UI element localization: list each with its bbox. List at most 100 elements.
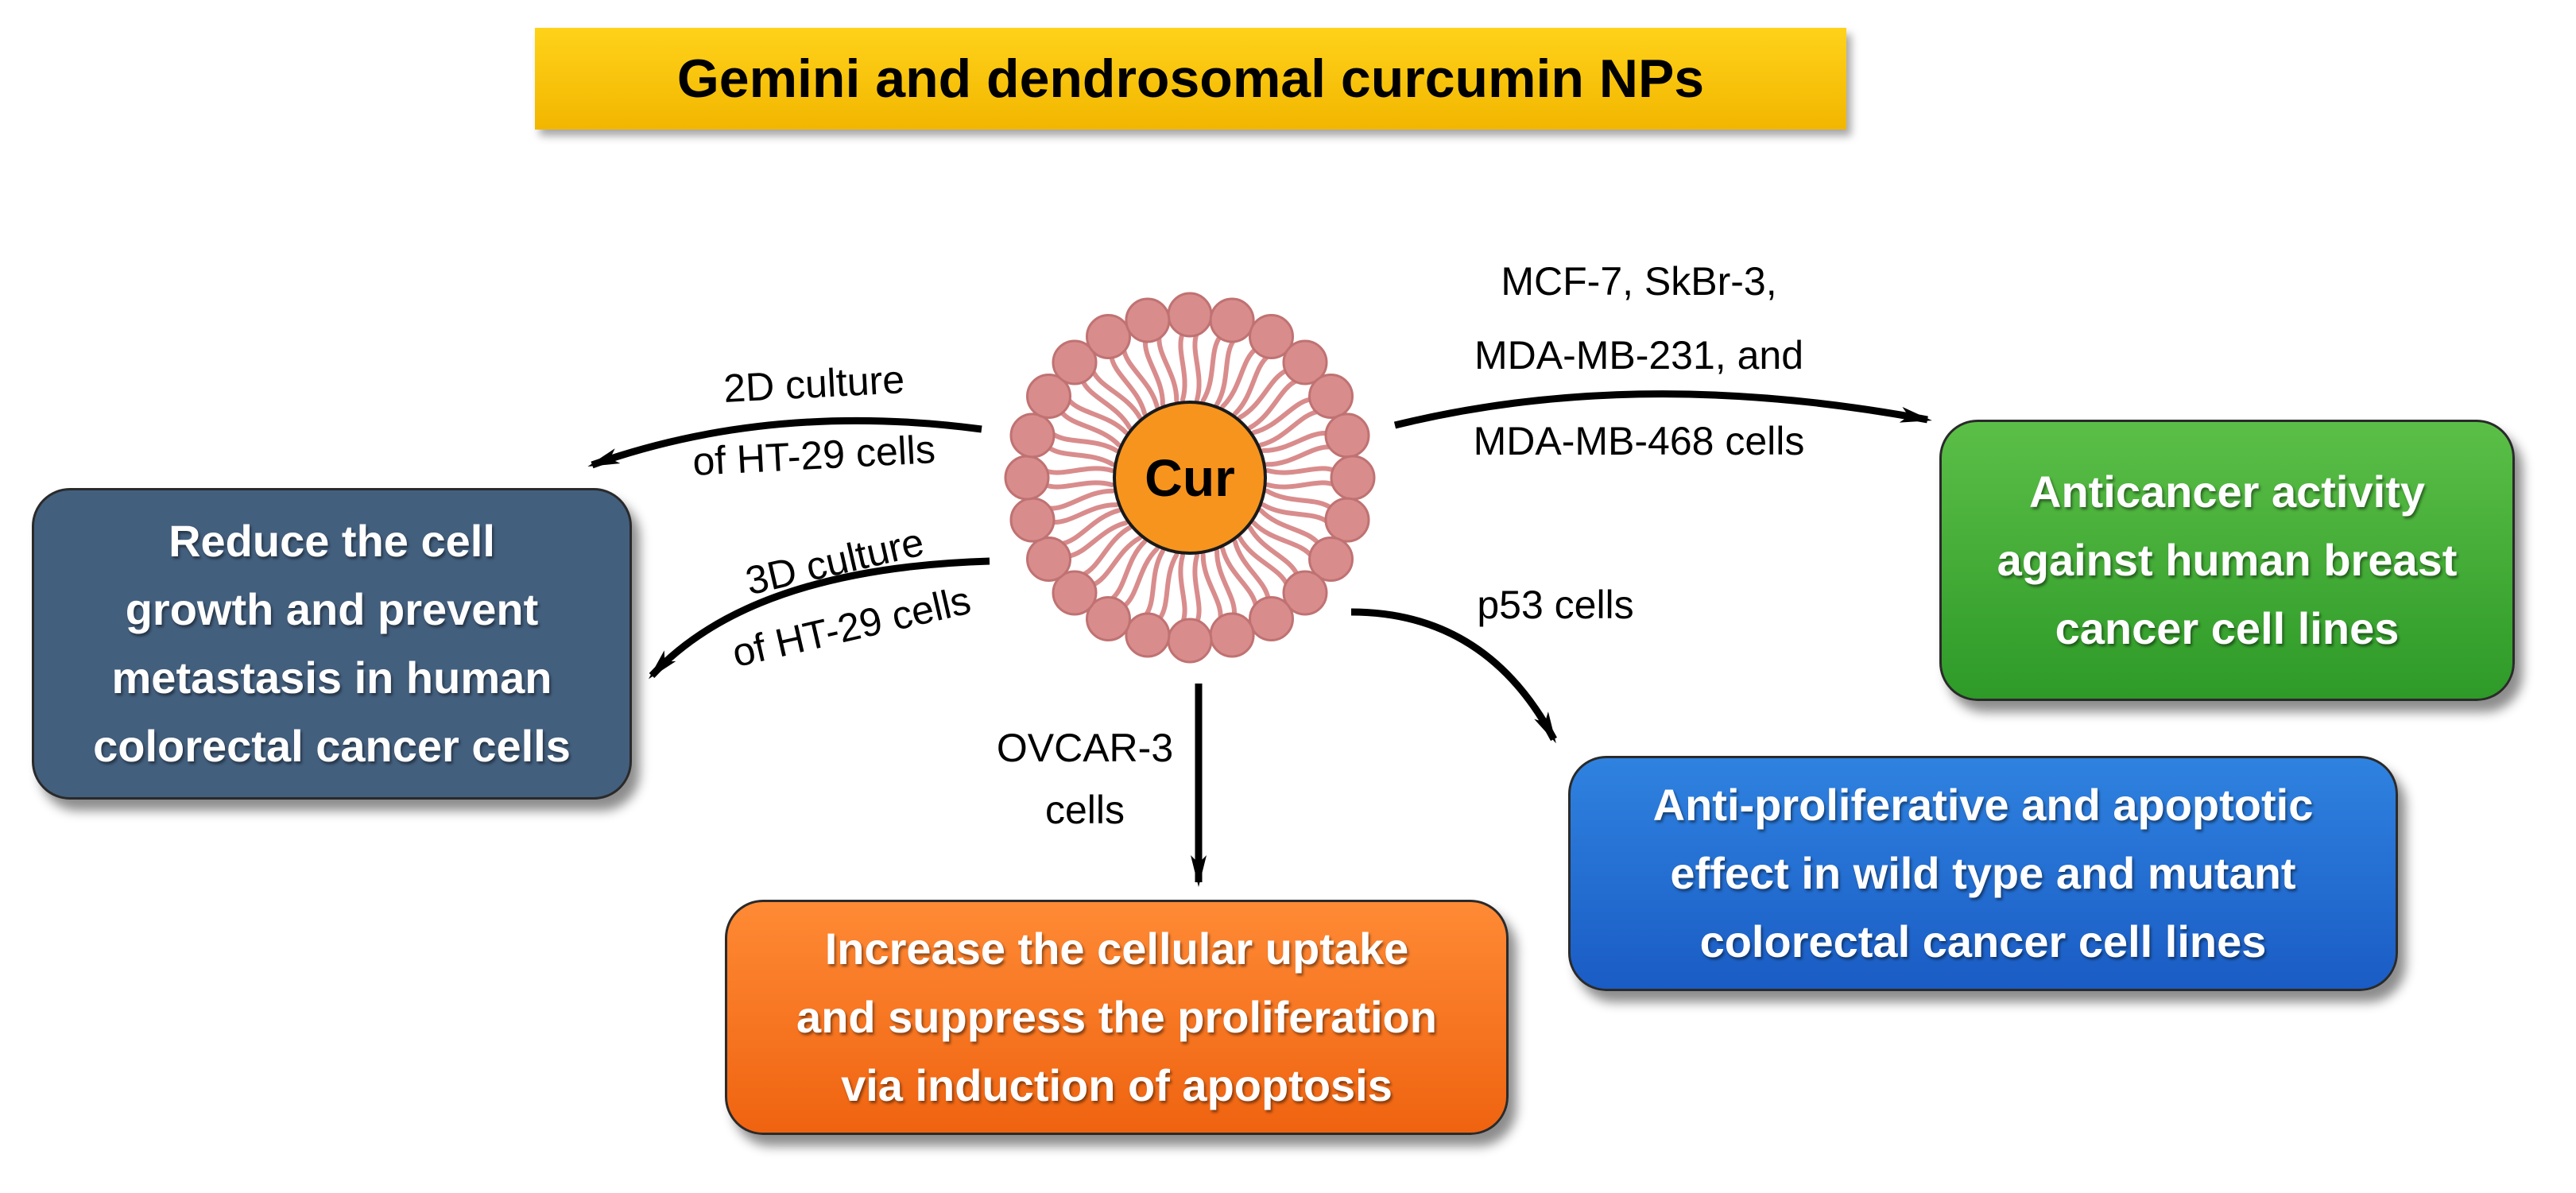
lipid-tail-8-1 xyxy=(1251,520,1315,559)
lipid-tail-4-0 xyxy=(1251,397,1315,436)
lipid-head-11 xyxy=(1209,612,1255,658)
lipid-head-4 xyxy=(1308,374,1354,419)
lipid-head-10 xyxy=(1249,596,1294,641)
lipid-head-9 xyxy=(1282,570,1328,616)
lipid-tail-12-0 xyxy=(1192,553,1202,625)
lipid-head-8 xyxy=(1308,536,1354,582)
lipid-tail-10-1 xyxy=(1220,546,1259,610)
p53-line-2: effect in wild type and mutant xyxy=(1670,848,2296,898)
lipid-tail-18-1 xyxy=(1043,466,1114,475)
lipid-tail-15-0 xyxy=(1090,535,1143,588)
lipid-head-0 xyxy=(1167,292,1213,338)
lipid-tail-22-1 xyxy=(1121,346,1160,409)
lipid-head-3 xyxy=(1282,339,1328,385)
arrow-to-breast-box xyxy=(1393,390,1932,429)
lipid-tail-12-1 xyxy=(1178,553,1187,625)
breast-cells-label-line-2: MDA-MB-231, and xyxy=(1474,333,1803,378)
lipid-tail-20-0 xyxy=(1058,409,1121,447)
diagram-title: Gemini and dendrosomal curcumin NPs xyxy=(676,48,1705,109)
lipid-head-2 xyxy=(1249,314,1294,359)
breast-line-1: Anticancer activity xyxy=(2029,467,2425,517)
lipid-head-17 xyxy=(1009,497,1056,543)
lipid-head-19 xyxy=(1009,413,1056,459)
breast-cells-label-line-1: MCF-7, SkBr-3, xyxy=(1501,259,1776,304)
lipid-tail-17-0 xyxy=(1049,502,1119,525)
p53-label: p53 cells xyxy=(1477,583,1633,627)
lipid-tail-3-0 xyxy=(1237,367,1290,420)
lipid-tail-23-1 xyxy=(1156,333,1180,403)
lipid-tail-7-0 xyxy=(1265,488,1334,511)
lipid-tail-9-1 xyxy=(1237,535,1290,588)
title-banner: Gemini and dendrosomal curcumin NPs xyxy=(535,28,1846,130)
lipid-tail-0-0 xyxy=(1178,331,1187,402)
lipid-tail-5-1 xyxy=(1265,444,1334,467)
lipid-head-6 xyxy=(1330,455,1376,501)
p53-line-3: colorectal cancer cell lines xyxy=(1699,916,2267,966)
ovcar-label-line-2: cells xyxy=(1045,788,1125,832)
lipid-tail-16-1 xyxy=(1058,508,1121,547)
lipid-head-14 xyxy=(1086,596,1131,641)
2d-culture-label-line-2: of HT-29 cells xyxy=(691,427,936,484)
3d-culture-label-line-1: 3D culture xyxy=(742,520,928,604)
lipid-tail-14-0 xyxy=(1121,546,1160,610)
lipid-tail-1-0 xyxy=(1200,333,1223,403)
arrow-2d-culture xyxy=(587,416,982,469)
colorectal-line-3: metastasis in human xyxy=(111,653,552,703)
lipid-tail-10-0 xyxy=(1232,539,1271,602)
lipid-tail-18-0 xyxy=(1043,480,1114,490)
lipid-tail-15-1 xyxy=(1079,525,1133,578)
lipid-head-23 xyxy=(1125,297,1171,343)
ovcar-line-3: via induction of apoptosis xyxy=(841,1060,1393,1110)
lipid-tail-0-1 xyxy=(1192,331,1202,402)
lipid-tail-8-0 xyxy=(1258,508,1322,547)
lipid-head-15 xyxy=(1052,570,1098,616)
lipid-head-16 xyxy=(1026,536,1071,582)
lipid-tail-20-1 xyxy=(1065,397,1129,436)
lipid-tail-13-1 xyxy=(1143,548,1165,618)
lipid-tail-6-0 xyxy=(1265,466,1337,475)
lipid-tail-2-0 xyxy=(1220,346,1259,409)
lipid-head-7 xyxy=(1324,497,1370,543)
lipid-tail-7-1 xyxy=(1261,502,1331,525)
colorectal-line-1: Reduce the cell xyxy=(169,516,495,566)
lipid-tail-4-1 xyxy=(1258,409,1322,447)
lipid-tail-19-0 xyxy=(1045,444,1115,467)
lipid-tail-5-0 xyxy=(1261,431,1331,453)
lipid-head-12 xyxy=(1167,618,1213,664)
lipid-head-1 xyxy=(1209,297,1255,343)
colorectal-line-4: colorectal cancer cells xyxy=(93,721,571,771)
lipid-head-22 xyxy=(1086,314,1131,359)
arrow-3d-culture xyxy=(648,557,990,680)
lipid-tail-13-0 xyxy=(1156,552,1180,622)
colorectal-outcome-box: Reduce the cell growth and prevent metas… xyxy=(32,488,632,800)
breast-cancer-outcome-box: Anticancer activity against human breast… xyxy=(1939,420,2515,701)
lipid-tail-1-1 xyxy=(1214,337,1237,407)
lipid-tail-6-1 xyxy=(1265,480,1337,490)
lipid-tail-21-1 xyxy=(1090,367,1143,420)
lipid-head-5 xyxy=(1324,413,1370,459)
ovcar-label-line-1: OVCAR-3 xyxy=(997,726,1173,770)
lipid-head-13 xyxy=(1125,612,1171,658)
core-label: Cur xyxy=(1145,448,1235,507)
curcumin-core xyxy=(1113,401,1267,555)
ovcar-line-1: Increase the cellular uptake xyxy=(824,924,1409,974)
lipid-head-20 xyxy=(1026,374,1071,419)
p53-line-1: Anti-proliferative and apoptotic xyxy=(1652,780,2314,830)
lipid-tail-23-0 xyxy=(1143,337,1165,407)
colorectal-line-2: growth and prevent xyxy=(125,584,539,634)
lipid-tail-14-1 xyxy=(1109,539,1148,602)
lipid-head-21 xyxy=(1052,339,1098,385)
arrow-p53 xyxy=(1350,608,1557,744)
2d-culture-label-line-1: 2D culture xyxy=(722,357,906,411)
lipid-tail-2-1 xyxy=(1232,353,1271,416)
lipid-tail-3-1 xyxy=(1247,378,1300,431)
p53-outcome-box: Anti-proliferative and apoptotic effect … xyxy=(1568,756,2398,991)
lipid-tail-17-1 xyxy=(1045,488,1115,511)
ovcar-outcome-box: Increase the cellular uptake and suppres… xyxy=(725,900,1509,1135)
ovcar-line-2: and suppress the proliferation xyxy=(796,992,1437,1042)
breast-cells-label-line-3: MDA-MB-468 cells xyxy=(1474,419,1805,463)
lipid-tail-16-0 xyxy=(1065,520,1129,559)
curcumin-nanoparticle: Cur xyxy=(1004,292,1376,664)
